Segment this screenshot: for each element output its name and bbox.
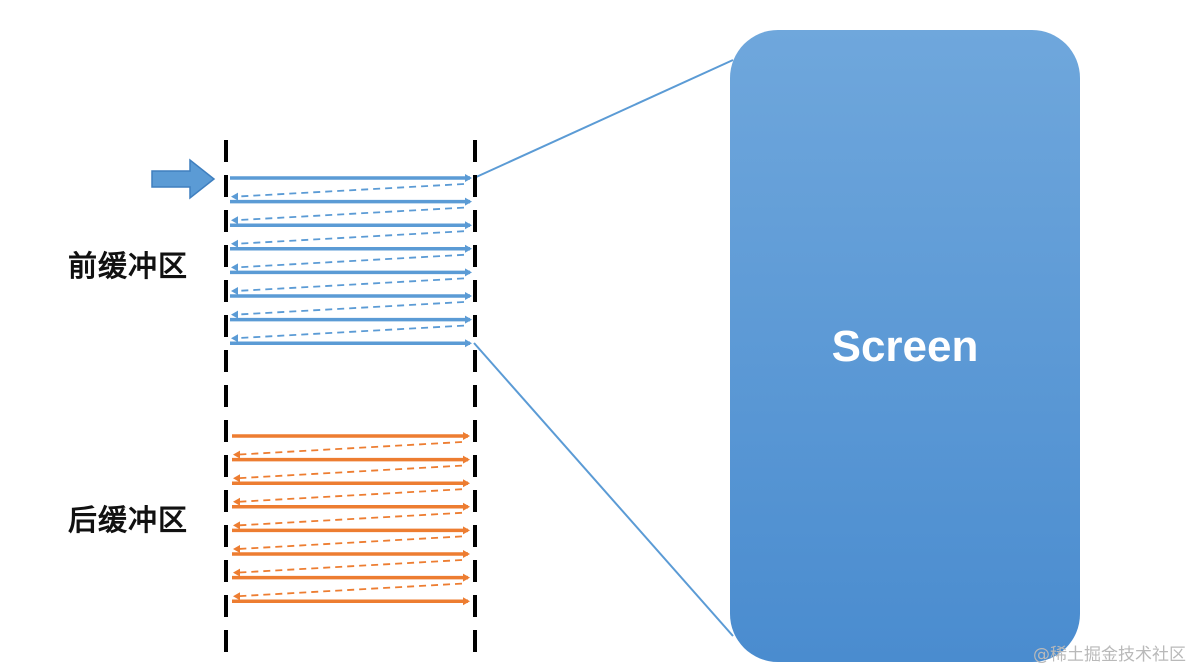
arrowhead-icon — [231, 239, 238, 248]
arrowhead-icon — [233, 592, 240, 601]
arrowhead-icon — [465, 339, 472, 348]
arrowhead-icon — [465, 268, 472, 277]
retrace-line — [237, 441, 463, 456]
front-buffer-label: 前缓冲区 — [68, 249, 189, 283]
retrace-line — [237, 464, 463, 480]
front-buffer-scanlines — [230, 174, 472, 348]
right-arrow-icon — [151, 158, 216, 200]
arrowhead-icon — [233, 521, 240, 530]
arrowhead-icon — [233, 474, 240, 483]
arrowhead-icon — [233, 497, 240, 506]
arrowhead-icon — [233, 450, 240, 459]
retrace-line — [235, 301, 465, 316]
arrowhead-icon — [463, 573, 470, 582]
arrowhead-icon — [231, 216, 238, 225]
retrace-line — [235, 253, 465, 269]
retrace-line — [235, 230, 465, 245]
arrowhead-icon — [463, 526, 470, 535]
retrace-line — [235, 206, 465, 222]
arrowhead-icon — [231, 287, 238, 295]
arrowhead-icon — [465, 174, 472, 182]
arrowhead-icon — [463, 502, 470, 511]
arrowhead-icon — [465, 244, 472, 253]
watermark-text: @稀土掘金技术社区 — [1033, 645, 1186, 665]
arrowhead-icon — [231, 310, 238, 319]
arrowhead-icon — [465, 292, 472, 300]
back-buffer-scanlines — [232, 432, 470, 606]
retrace-line — [237, 582, 463, 598]
screen-panel — [730, 30, 1080, 662]
retrace-line — [237, 535, 463, 550]
retrace-line — [235, 324, 465, 340]
screen-label: Screen — [831, 322, 979, 371]
arrowhead-icon — [463, 455, 470, 464]
retrace-line — [237, 488, 463, 503]
arrowhead-icon — [231, 192, 238, 201]
arrowhead-icon — [233, 545, 240, 553]
arrowhead-icon — [465, 221, 472, 230]
projection-line-bottom — [473, 342, 734, 637]
retrace-line — [237, 559, 463, 574]
arrowhead-icon — [231, 263, 238, 272]
retrace-line — [235, 183, 465, 198]
arrowhead-icon — [465, 315, 472, 324]
arrowhead-icon — [231, 334, 238, 343]
retrace-line — [237, 511, 463, 527]
retrace-line — [235, 277, 465, 292]
arrowhead-icon — [233, 568, 240, 577]
arrowhead-icon — [463, 479, 470, 488]
back-buffer-label: 后缓冲区 — [68, 503, 189, 537]
projection-line-top — [473, 59, 734, 179]
arrowhead-icon — [463, 550, 470, 558]
arrowhead-icon — [463, 597, 470, 606]
arrowhead-icon — [463, 432, 470, 440]
arrowhead-icon — [465, 197, 472, 206]
